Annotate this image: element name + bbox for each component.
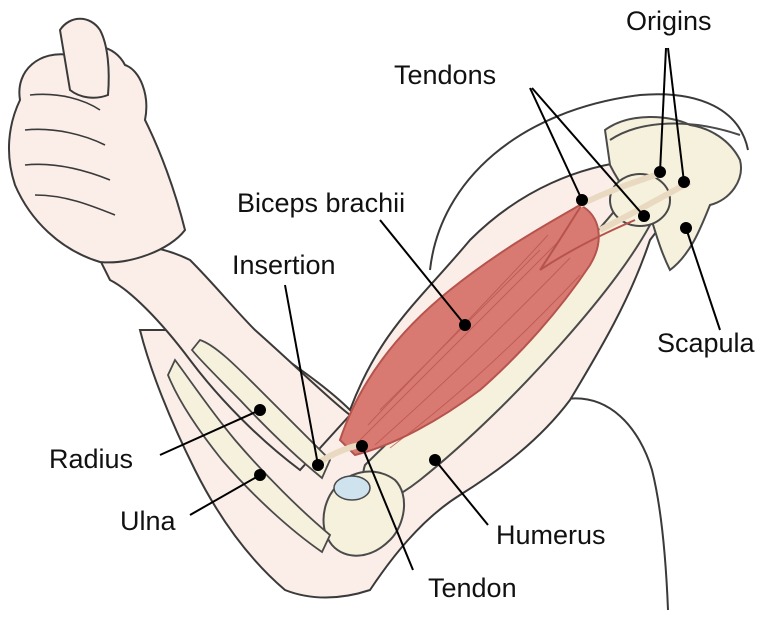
scapula-leader bbox=[686, 228, 720, 330]
ulna-dot bbox=[255, 470, 265, 480]
origins-dot-2 bbox=[679, 177, 689, 187]
tendons-dot-1 bbox=[577, 195, 587, 205]
label-tendon: Tendon bbox=[428, 575, 517, 602]
tendon-dot bbox=[357, 441, 367, 451]
label-biceps: Biceps brachii bbox=[237, 190, 405, 217]
humerus-dot bbox=[430, 455, 440, 465]
origins-dot-1 bbox=[655, 167, 665, 177]
radius-dot bbox=[255, 405, 265, 415]
label-radius: Radius bbox=[49, 446, 133, 473]
label-origins: Origins bbox=[626, 8, 712, 35]
elbow-cartilage bbox=[334, 476, 370, 500]
label-insertion: Insertion bbox=[232, 252, 336, 279]
insertion-dot bbox=[313, 460, 323, 470]
label-scapula: Scapula bbox=[657, 330, 755, 357]
label-ulna: Ulna bbox=[120, 508, 176, 535]
label-humerus: Humerus bbox=[496, 522, 606, 549]
biceps-dot bbox=[460, 320, 470, 330]
torso-outline bbox=[560, 398, 668, 610]
scapula-dot bbox=[681, 223, 691, 233]
label-tendons: Tendons bbox=[394, 62, 496, 89]
tendons-dot-2 bbox=[639, 211, 649, 221]
